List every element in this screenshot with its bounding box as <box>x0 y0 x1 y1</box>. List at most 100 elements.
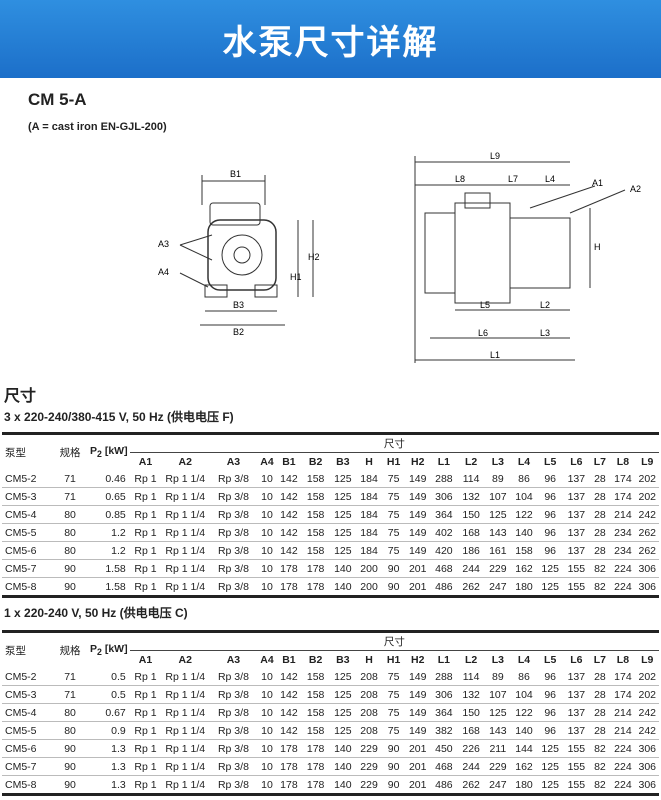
table-cell: 149 <box>405 470 431 488</box>
col-group: 尺寸 <box>129 631 659 651</box>
dim-label: L8 <box>455 174 465 184</box>
table-cell: 125 <box>329 685 356 704</box>
table-cell: 242 <box>635 505 659 524</box>
table-cell: Rp 3/8 <box>209 470 258 488</box>
table-cell: 82 <box>589 577 611 597</box>
col-l7: L7 <box>593 455 607 468</box>
table-cell: 178 <box>301 577 330 597</box>
table-cell: 125 <box>329 470 356 488</box>
table-cell: 149 <box>405 685 431 704</box>
table-cell: Rp 1 <box>129 668 162 686</box>
table-cell: Rp 3/8 <box>209 685 258 704</box>
dim-label: A1 <box>592 178 603 188</box>
table-cell: 244 <box>457 559 485 578</box>
title-banner: 水泵尺寸详解 <box>0 0 661 78</box>
table-cell: 80 <box>52 523 88 542</box>
table-cell: 125 <box>329 541 356 560</box>
col-l6: L6 <box>570 455 583 468</box>
col-l3: L3 <box>491 455 504 468</box>
table-cell: 180 <box>510 577 538 597</box>
dim-label: A3 <box>158 239 169 249</box>
table-cell: 468 <box>430 757 458 776</box>
dim-label: B1 <box>230 169 241 179</box>
table-cell: 178 <box>276 775 302 795</box>
table-cell: 468 <box>430 559 458 578</box>
table-cell: 382 <box>430 721 458 740</box>
table-cell: 178 <box>301 775 330 795</box>
table-cell: 149 <box>405 668 431 686</box>
table-cell: 224 <box>610 739 636 758</box>
col-l9: L9 <box>641 455 654 468</box>
table-cell: 174 <box>610 487 636 506</box>
table-cell: 1.2 <box>87 523 130 542</box>
col-l1: L1 <box>437 653 451 666</box>
table-cell: 201 <box>405 757 431 776</box>
col-a3: A3 <box>226 455 241 468</box>
table-cell: 224 <box>610 757 636 776</box>
model-title: CM 5-A <box>28 90 87 109</box>
table-cell: Rp 3/8 <box>209 487 258 506</box>
table-cell: 229 <box>484 757 511 776</box>
table-cell: 306 <box>430 487 458 506</box>
table-cell: 364 <box>430 505 458 524</box>
table-cell: 1.2 <box>87 541 130 560</box>
table-cell: 149 <box>405 703 431 722</box>
table-cell: 86 <box>510 668 538 686</box>
table-cell: 140 <box>329 775 356 795</box>
table-cell: 158 <box>301 721 330 740</box>
table-cell: 158 <box>301 703 330 722</box>
table-cell: 1.3 <box>87 775 130 795</box>
table-cell: 168 <box>457 523 485 542</box>
table-cell: 1.3 <box>87 757 130 776</box>
table-cell: Rp 3/8 <box>209 523 258 542</box>
table-cell: 142 <box>276 505 302 524</box>
dim-label: L4 <box>545 174 555 184</box>
table-cell: Rp 1 1/4 <box>161 703 210 722</box>
table-cell: 28 <box>589 523 611 542</box>
table-cell: 96 <box>537 541 564 560</box>
table-cell: 208 <box>355 668 383 686</box>
table-cell: 178 <box>301 739 330 758</box>
table-cell: 201 <box>405 559 431 578</box>
col-l6: L6 <box>570 653 583 666</box>
table-cell: Rp 3/8 <box>209 775 258 795</box>
table-cell: 178 <box>276 757 302 776</box>
table-cell: Rp 3/8 <box>209 721 258 740</box>
table-cell: 75 <box>382 523 406 542</box>
table-cell: Rp 1 <box>129 721 162 740</box>
table-cell: 137 <box>563 487 590 506</box>
col-group: 尺寸 <box>129 433 659 453</box>
table-cell: 90 <box>382 775 406 795</box>
section-title: 尺寸 <box>4 388 37 405</box>
table-cell: CM5-7 <box>2 757 53 776</box>
table-cell: 75 <box>382 505 406 524</box>
table-cell: 0.85 <box>87 505 130 524</box>
table-cell: 132 <box>457 487 485 506</box>
table-cell: 178 <box>276 577 302 597</box>
table-cell: 90 <box>382 757 406 776</box>
table-cell: 224 <box>610 577 636 597</box>
table-cell: 242 <box>635 703 659 722</box>
col-l5: L5 <box>544 455 557 468</box>
table1-subtitle: 3 x 220-240/380-415 V, 50 Hz (供电电压 F) <box>4 410 234 424</box>
col-a2: A2 <box>178 653 192 666</box>
col-l4: L4 <box>517 653 531 666</box>
table-cell: 125 <box>537 559 564 578</box>
table-cell: 137 <box>563 523 590 542</box>
table-cell: 137 <box>563 721 590 740</box>
col-a2: A2 <box>178 455 192 468</box>
table-cell: Rp 1 <box>129 487 162 506</box>
table-cell: 96 <box>537 668 564 686</box>
table-cell: 158 <box>301 668 330 686</box>
table-cell: 486 <box>430 577 458 597</box>
table-cell: 71 <box>52 685 88 704</box>
table-cell: 162 <box>510 559 538 578</box>
table-cell: 262 <box>457 577 485 597</box>
table-cell: Rp 3/8 <box>209 577 258 597</box>
dim-label: L3 <box>540 328 550 338</box>
table-cell: 224 <box>610 559 636 578</box>
table-cell: 140 <box>329 757 356 776</box>
table-cell: Rp 1 <box>129 703 162 722</box>
table-cell: 10 <box>257 577 277 597</box>
